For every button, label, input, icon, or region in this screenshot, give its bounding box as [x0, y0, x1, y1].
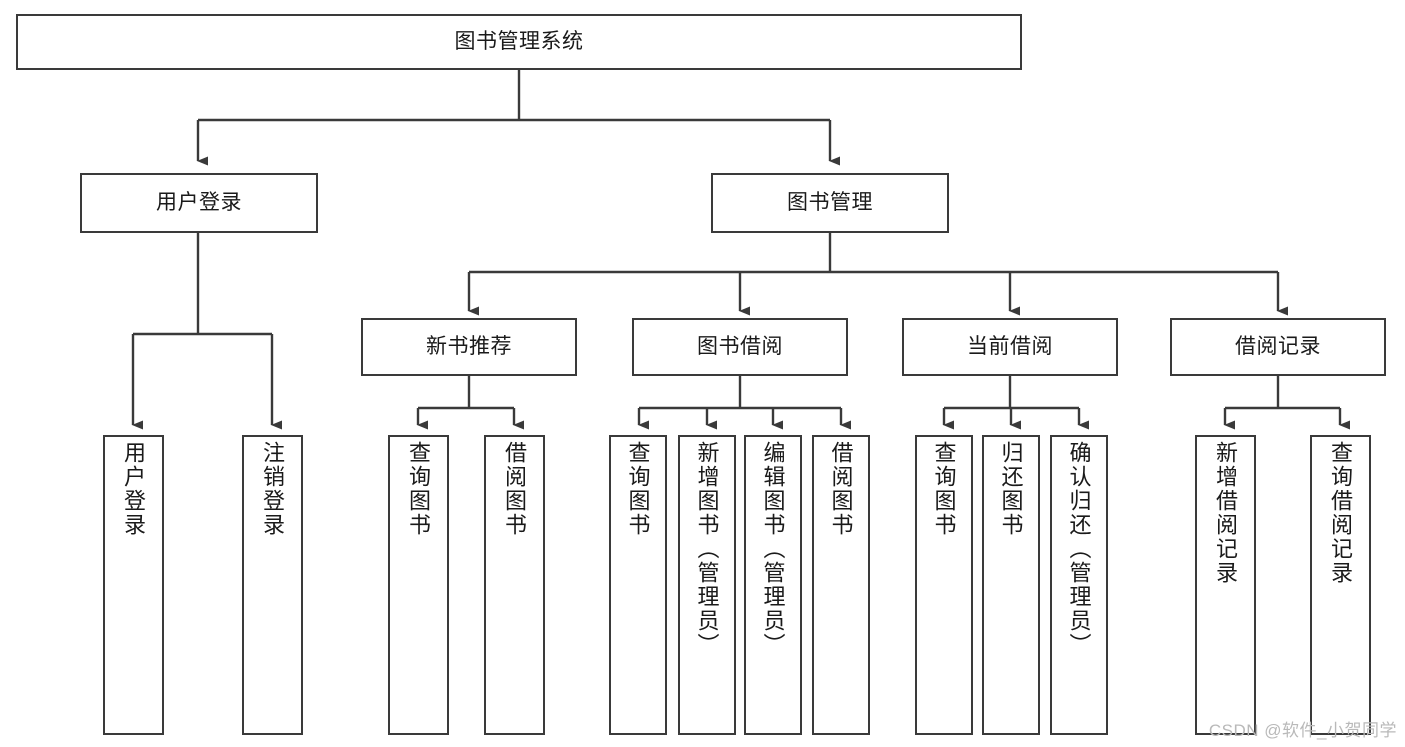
- node-leaf-query-book-3[interactable]: 查询图书: [915, 435, 973, 735]
- node-borrow-record-label: 借阅记录: [1235, 334, 1321, 358]
- node-book-borrow[interactable]: 图书借阅: [632, 318, 848, 376]
- node-new-book-rec-label: 新书推荐: [426, 334, 512, 358]
- node-leaf-query-book-2-label: 查询图书: [625, 441, 651, 537]
- node-leaf-edit-book[interactable]: 编辑图书（管理员）: [744, 435, 802, 735]
- node-new-book-rec[interactable]: 新书推荐: [361, 318, 577, 376]
- node-leaf-return-book[interactable]: 归还图书: [982, 435, 1040, 735]
- node-leaf-add-book[interactable]: 新增图书（管理员）: [678, 435, 736, 735]
- node-book-manage-label: 图书管理: [787, 190, 873, 214]
- node-leaf-user-logout[interactable]: 注销登录: [242, 435, 303, 735]
- node-leaf-user-login[interactable]: 用户登录: [103, 435, 164, 735]
- node-book-manage[interactable]: 图书管理: [711, 173, 949, 233]
- node-leaf-add-record[interactable]: 新增借阅记录: [1195, 435, 1256, 735]
- node-leaf-add-record-label: 新增借阅记录: [1213, 441, 1239, 585]
- node-current-borrow-label: 当前借阅: [967, 334, 1053, 358]
- node-leaf-confirm-return[interactable]: 确认归还（管理员）: [1050, 435, 1108, 735]
- node-leaf-user-logout-label: 注销登录: [260, 441, 286, 537]
- watermark: CSDN @软件_小贺同学: [1208, 721, 1397, 740]
- node-leaf-add-book-label: 新增图书（管理员）: [694, 441, 720, 657]
- node-leaf-user-login-label: 用户登录: [121, 441, 147, 537]
- node-leaf-query-book-1[interactable]: 查询图书: [388, 435, 449, 735]
- node-book-borrow-label: 图书借阅: [697, 334, 783, 358]
- node-leaf-borrow-book-2[interactable]: 借阅图书: [812, 435, 870, 735]
- node-leaf-query-record[interactable]: 查询借阅记录: [1310, 435, 1371, 735]
- node-root[interactable]: 图书管理系统: [16, 14, 1022, 70]
- node-borrow-record[interactable]: 借阅记录: [1170, 318, 1386, 376]
- node-leaf-edit-book-label: 编辑图书（管理员）: [760, 441, 786, 657]
- node-leaf-confirm-return-label: 确认归还（管理员）: [1066, 441, 1092, 657]
- node-leaf-borrow-book-2-label: 借阅图书: [828, 441, 854, 537]
- node-leaf-return-book-label: 归还图书: [998, 441, 1024, 537]
- node-leaf-query-book-1-label: 查询图书: [406, 441, 432, 537]
- node-user-login-label: 用户登录: [156, 190, 242, 214]
- node-user-login[interactable]: 用户登录: [80, 173, 318, 233]
- node-leaf-query-book-2[interactable]: 查询图书: [609, 435, 667, 735]
- node-leaf-borrow-book-1-label: 借阅图书: [502, 441, 528, 537]
- node-leaf-query-book-3-label: 查询图书: [931, 441, 957, 537]
- node-leaf-query-record-label: 查询借阅记录: [1328, 441, 1354, 585]
- node-root-label: 图书管理系统: [454, 29, 584, 53]
- node-current-borrow[interactable]: 当前借阅: [902, 318, 1118, 376]
- node-leaf-borrow-book-1[interactable]: 借阅图书: [484, 435, 545, 735]
